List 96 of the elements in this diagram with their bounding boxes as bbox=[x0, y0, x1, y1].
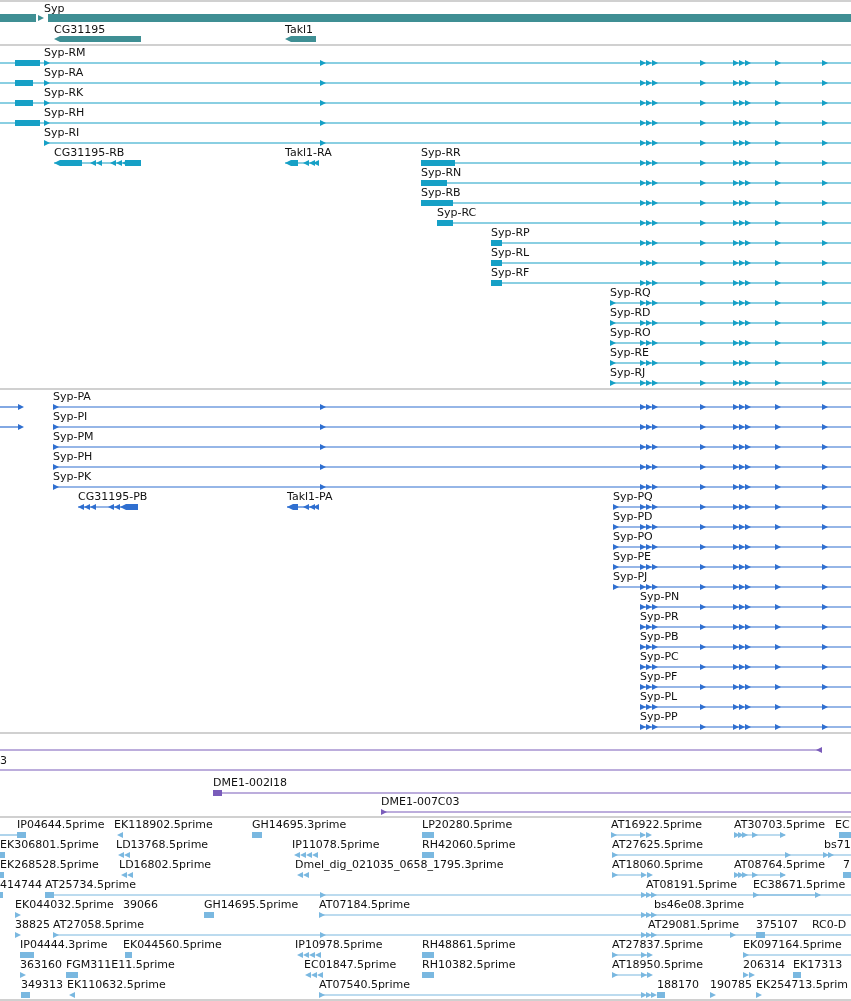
feature-label: GH14695.5prime bbox=[204, 898, 299, 911]
feature-label: Syp-PC bbox=[640, 650, 679, 663]
feature-label: Takl1 bbox=[285, 23, 314, 36]
feature-label: Syp-RP bbox=[491, 226, 530, 239]
feature-label: LD16802.5prime bbox=[119, 858, 212, 871]
feature-label: Syp-PK bbox=[53, 470, 92, 483]
feature-label: Syp-RC bbox=[437, 206, 477, 219]
feature-label: EK097164.5prime bbox=[743, 938, 842, 951]
feature-label: 206314 bbox=[743, 958, 785, 971]
feature-label: AT18950.5prime bbox=[612, 958, 703, 971]
feature-label: Syp-RK bbox=[44, 86, 84, 99]
feature-label: Syp-PM bbox=[53, 430, 94, 443]
feature-label: Syp-RJ bbox=[610, 366, 646, 379]
feature-label: 39066 bbox=[123, 898, 158, 911]
feature-label: DME1-007C03 bbox=[381, 795, 460, 808]
feature-label: EK118902.5prime bbox=[114, 818, 213, 831]
feature-label: AT29081.5prime bbox=[648, 918, 739, 931]
feature-label: EC38671.5prime bbox=[753, 878, 846, 891]
feature-label: Syp-PN bbox=[640, 590, 680, 603]
feature-label: AT18060.5prime bbox=[612, 858, 703, 871]
feature-label: LP20280.5prime bbox=[422, 818, 513, 831]
feature-label: Dmel_dig_021035_0658_1795.3prime bbox=[295, 858, 504, 871]
feature-label: Syp-RB bbox=[421, 186, 461, 199]
feature-label: DME1-002I18 bbox=[213, 776, 288, 789]
feature-label: EK044560.5prime bbox=[123, 938, 222, 951]
feature-label: Syp-RE bbox=[610, 346, 650, 359]
feature-label: Syp-PP bbox=[640, 710, 678, 723]
feature-label: EK268528.5prime bbox=[0, 858, 99, 871]
feature-label: Syp-RA bbox=[44, 66, 84, 79]
feature-label: Syp-RN bbox=[421, 166, 462, 179]
feature-label: IP10978.5prime bbox=[295, 938, 383, 951]
feature-label: RH42060.5prime bbox=[422, 838, 516, 851]
feature-label: 363160 bbox=[20, 958, 62, 971]
feature-label: AT27058.5prime bbox=[53, 918, 144, 931]
feature-label: EK254713.5prim bbox=[756, 978, 848, 991]
feature-label: Syp-PR bbox=[640, 610, 679, 623]
feature-label: EC bbox=[835, 818, 850, 831]
feature-label: 3 bbox=[0, 754, 7, 767]
feature-label: Syp-PI bbox=[53, 410, 88, 423]
feature-label: bs46e08.3prime bbox=[654, 898, 744, 911]
feature-label: Syp-PO bbox=[613, 530, 653, 543]
feature-label: Syp-RO bbox=[610, 326, 651, 339]
feature-label: EK17313 bbox=[793, 958, 843, 971]
feature-label: EC01847.5prime bbox=[304, 958, 397, 971]
feature-label: 349313 bbox=[21, 978, 63, 991]
feature-label: Syp bbox=[44, 2, 65, 15]
feature-label: RH10382.5prime bbox=[422, 958, 516, 971]
feature-label: 7 bbox=[843, 858, 850, 871]
feature-label: Syp-RD bbox=[610, 306, 651, 319]
feature-label: AT27625.5prime bbox=[612, 838, 703, 851]
feature-label: Syp-PD bbox=[613, 510, 653, 523]
feature-label: Syp-PH bbox=[53, 450, 93, 463]
feature-label: CG31195-RB bbox=[54, 146, 125, 159]
feature-label: CG31195-PB bbox=[78, 490, 148, 503]
feature-label: 190785 bbox=[710, 978, 752, 991]
feature-label: Syp-PE bbox=[613, 550, 652, 563]
feature-label: Syp-RM bbox=[44, 46, 86, 59]
feature-label: AT16922.5prime bbox=[611, 818, 702, 831]
feature-label: Syp-PA bbox=[53, 390, 91, 403]
feature-label: RC0-D bbox=[812, 918, 847, 931]
feature-label: 414744 bbox=[0, 878, 42, 891]
feature-label: bs71 bbox=[824, 838, 851, 851]
feature-label: LD13768.5prime bbox=[116, 838, 209, 851]
feature-label: Syp-PF bbox=[640, 670, 678, 683]
feature-label: IP04644.5prime bbox=[17, 818, 105, 831]
feature-label: Syp-PL bbox=[640, 690, 678, 703]
feature-label: AT25734.5prime bbox=[45, 878, 136, 891]
feature-label: IP04444.3prime bbox=[20, 938, 108, 951]
feature-label: Syp-RR bbox=[421, 146, 461, 159]
feature-label: Syp-RI bbox=[44, 126, 80, 139]
feature-label: AT27837.5prime bbox=[612, 938, 703, 951]
feature-label: 188170 bbox=[657, 978, 699, 991]
feature-label: EK044032.5prime bbox=[15, 898, 114, 911]
feature-label: AT08191.5prime bbox=[646, 878, 737, 891]
feature-label: Takl1-RA bbox=[285, 146, 332, 159]
feature-label: AT30703.5prime bbox=[734, 818, 825, 831]
feature-label: Syp-RL bbox=[491, 246, 530, 259]
feature-label: AT07184.5prime bbox=[319, 898, 410, 911]
feature-label: Syp-PQ bbox=[613, 490, 653, 503]
feature-label: AT08764.5prime bbox=[734, 858, 825, 871]
feature-label: EK110632.5prime bbox=[67, 978, 166, 991]
feature-label: 38825 bbox=[15, 918, 50, 931]
feature-label: Syp-PJ bbox=[613, 570, 648, 583]
feature-label: CG31195 bbox=[54, 23, 106, 36]
feature-label: GH14695.3prime bbox=[252, 818, 347, 831]
feature-label: Syp-RF bbox=[491, 266, 530, 279]
feature-label: Takl1-PA bbox=[287, 490, 333, 503]
feature-label: Syp-RH bbox=[44, 106, 85, 119]
feature-label: FGM311E11.5prime bbox=[66, 958, 175, 971]
feature-label: Syp-RQ bbox=[610, 286, 651, 299]
feature-label: Syp-PB bbox=[640, 630, 679, 643]
feature-label: IP11078.5prime bbox=[292, 838, 380, 851]
feature-label: AT07540.5prime bbox=[319, 978, 410, 991]
feature-label: 375107 bbox=[756, 918, 798, 931]
feature-label: EK306801.5prime bbox=[0, 838, 99, 851]
feature-label: RH48861.5prime bbox=[422, 938, 516, 951]
